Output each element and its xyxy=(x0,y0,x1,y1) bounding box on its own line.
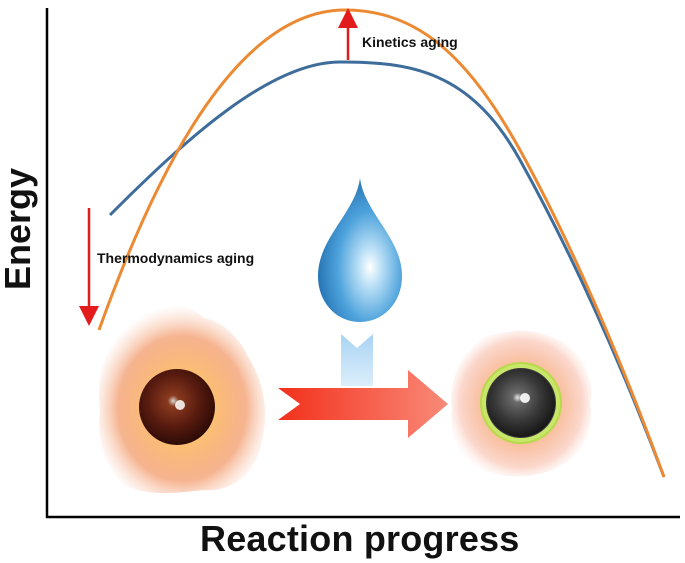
water-droplet-icon xyxy=(318,178,402,386)
coated-particle-icon xyxy=(451,330,592,477)
kinetics-aging-label: Kinetics aging xyxy=(362,34,458,50)
original-energy-curve xyxy=(108,60,666,478)
right-arrow-icon xyxy=(278,370,448,438)
thermodynamics-aging-label: Thermodynamics aging xyxy=(97,250,255,266)
y-axis-label: Energy xyxy=(0,167,38,291)
burning-particle-icon xyxy=(98,304,266,494)
x-axis-label: Reaction progress xyxy=(200,518,520,559)
aged-energy-curve xyxy=(97,8,666,478)
